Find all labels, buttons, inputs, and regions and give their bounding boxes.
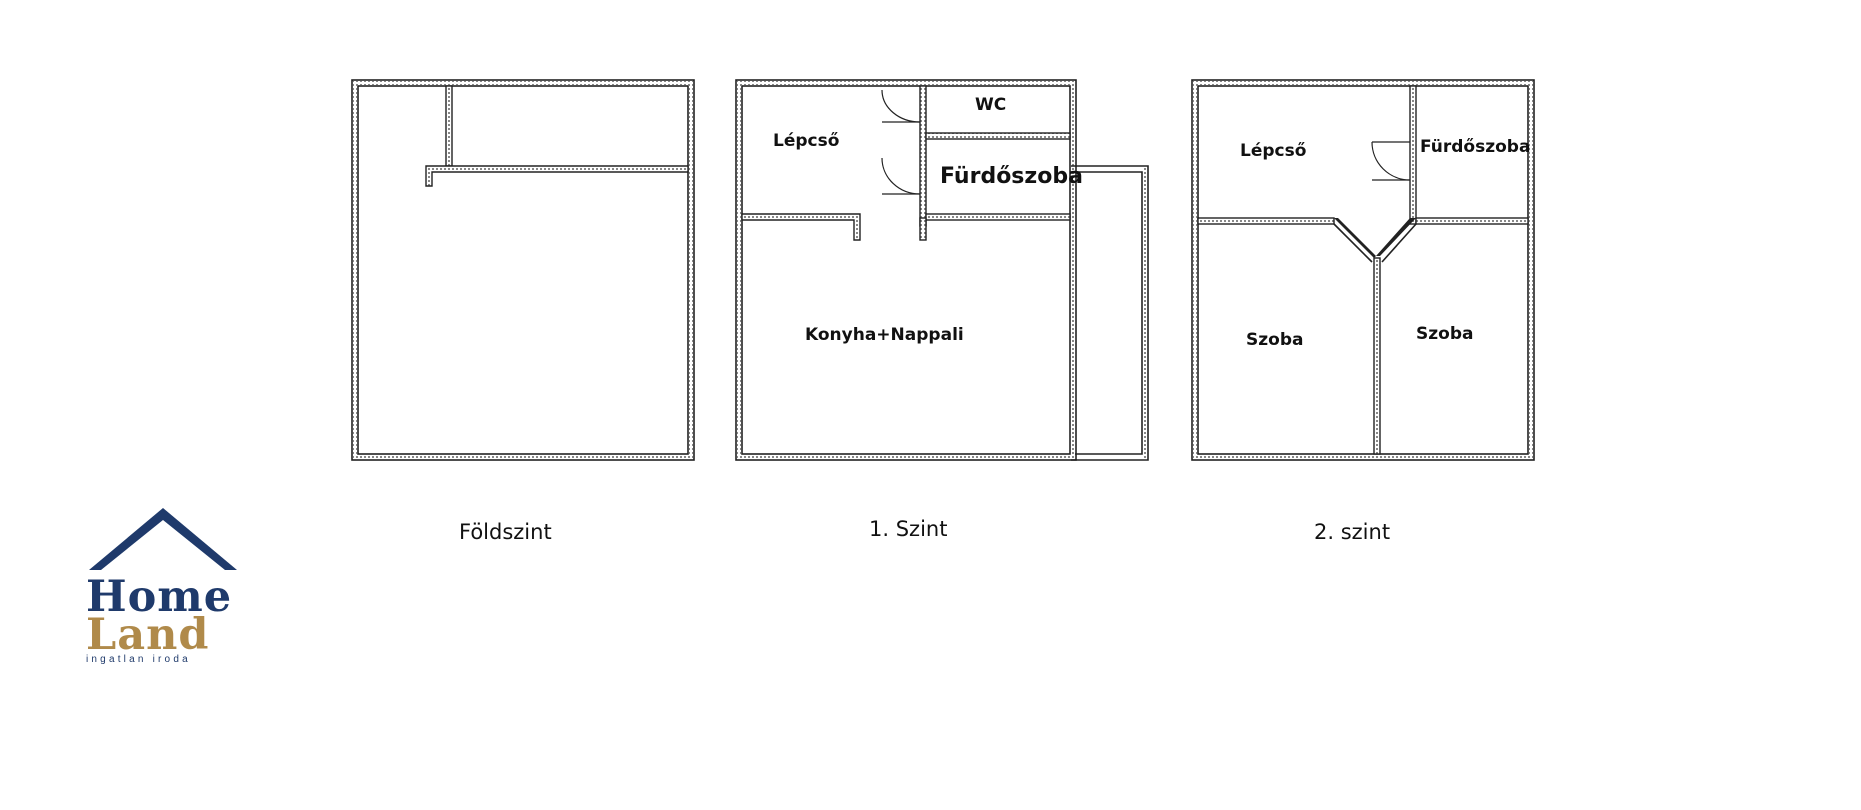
balcony-wall <box>1071 165 1149 461</box>
room-label-room: Szoba <box>1246 330 1303 350</box>
level-caption-first: 1. Szint <box>869 517 947 541</box>
room-label-stairs: Lépcső <box>1240 141 1306 161</box>
inner-wall <box>741 213 861 241</box>
inner-wall <box>1197 217 1335 225</box>
outer-wall <box>735 79 1077 461</box>
inner-wall <box>1409 85 1417 225</box>
plan-ground-floor <box>351 79 695 461</box>
room-label-wc: WC <box>975 95 1006 115</box>
level-caption-ground: Földszint <box>459 520 552 544</box>
logo-word-land: Land <box>86 610 210 660</box>
room-label-kitchen-living: Konyha+Nappali <box>805 325 964 345</box>
inner-wall <box>1415 217 1529 225</box>
plan-second-floor: Lépcső Fürdőszoba Szoba Szoba <box>1191 79 1535 461</box>
outer-wall <box>1191 79 1535 461</box>
room-label-bathroom: Fürdőszoba <box>1420 137 1530 157</box>
house-roof-icon <box>89 508 237 570</box>
inner-wall <box>1373 257 1381 455</box>
inner-wall <box>919 85 927 227</box>
homeland-logo: Home Land ingatlan iroda <box>86 506 246 666</box>
logo-word-home: Home <box>86 572 233 622</box>
outer-wall-inner <box>357 85 689 455</box>
room-label-stairs: Lépcső <box>773 131 839 151</box>
inner-wall <box>445 85 453 167</box>
level-caption-second: 2. szint <box>1314 520 1390 544</box>
plan-first-floor: Lépcső WC Fürdőszoba Konyha+Nappali <box>735 79 1149 461</box>
room-label-room: Szoba <box>1416 324 1473 344</box>
room-label-bathroom: Fürdőszoba <box>940 164 1083 189</box>
inner-wall <box>925 213 1071 221</box>
inner-wall <box>425 165 689 187</box>
logo-tagline: ingatlan iroda <box>86 654 191 665</box>
outer-wall <box>351 79 695 461</box>
inner-wall <box>925 132 1071 140</box>
